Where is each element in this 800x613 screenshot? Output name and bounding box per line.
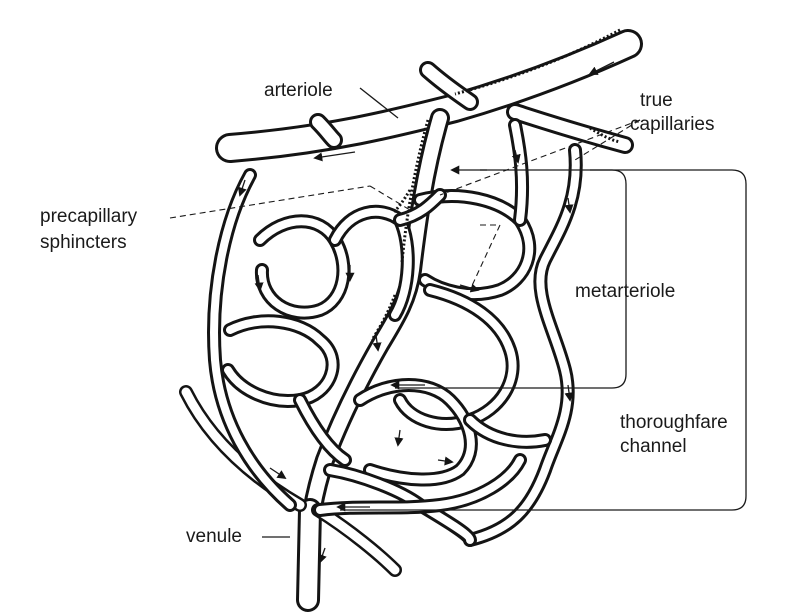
thoroughfare-bracket bbox=[340, 169, 747, 511]
flow-arrows bbox=[237, 61, 615, 564]
label-precapillary-line2: sphincters bbox=[40, 232, 127, 253]
label-true-capillaries-line2: capillaries bbox=[630, 114, 714, 135]
smooth-muscle-beading bbox=[370, 28, 621, 341]
label-venule: venule bbox=[186, 526, 242, 547]
true-capillaries-mesh bbox=[207, 118, 583, 547]
sphincter-leaders bbox=[169, 119, 641, 291]
label-thoroughfare-line2: channel bbox=[620, 436, 687, 457]
label-thoroughfare-line1: thoroughfare bbox=[620, 412, 728, 433]
label-metarteriole: metarteriole bbox=[575, 281, 675, 302]
arteriole-branches bbox=[309, 61, 634, 154]
vessel-network bbox=[179, 29, 643, 612]
label-true-capillaries-line1: true bbox=[640, 90, 673, 111]
label-precapillary-line1: precapillary bbox=[40, 206, 138, 227]
arteriole-vessel bbox=[215, 29, 643, 163]
venule-vessel bbox=[179, 385, 402, 612]
arteriole-leader bbox=[359, 87, 399, 119]
metarteriole-bracket bbox=[395, 169, 627, 389]
label-arteriole: arteriole bbox=[264, 80, 333, 101]
